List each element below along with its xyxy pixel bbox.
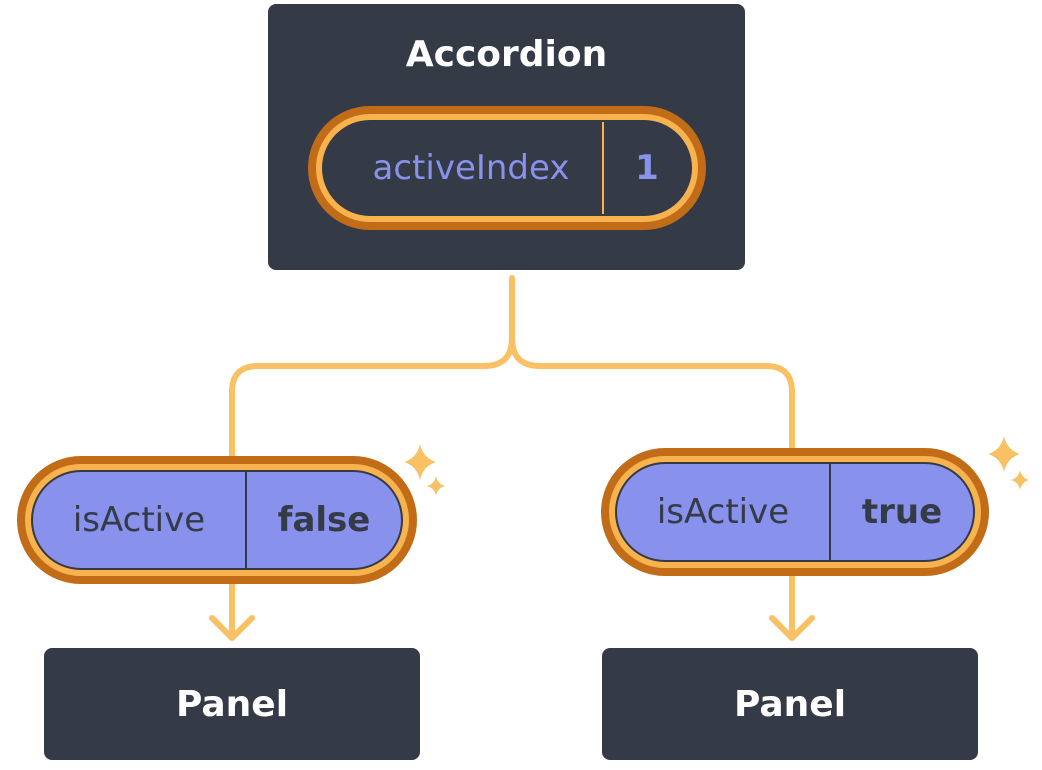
panel-component-node-left: Panel: [44, 648, 420, 760]
prop-key: isActive: [72, 500, 206, 540]
panel-component-node-right: Panel: [602, 648, 978, 760]
active-index-state-pill: activeIndex 1: [308, 106, 706, 230]
arrow-left: [209, 581, 255, 641]
state-key: activeIndex: [372, 148, 570, 188]
panel-title: Panel: [175, 683, 289, 725]
arrow-right: [769, 573, 815, 641]
sparkle-icon: [988, 436, 1029, 490]
prop-key: isActive: [656, 492, 790, 532]
state-separator: [602, 122, 604, 214]
is-active-prop-pill-left: isActive false: [17, 456, 417, 584]
sparkle-icon: [404, 444, 445, 496]
prop-pill-inner: isActive true: [615, 462, 975, 562]
prop-pill-inner: isActive false: [31, 470, 403, 570]
state-value: 1: [635, 148, 659, 188]
trunk-line-right: [509, 335, 795, 455]
prop-value: true: [861, 492, 943, 532]
panel-title: Panel: [733, 683, 847, 725]
prop-separator: [829, 464, 831, 560]
prop-separator: [245, 472, 247, 568]
prop-value: false: [277, 500, 371, 540]
state-pill-inner: activeIndex 1: [322, 120, 692, 216]
accordion-title: Accordion: [405, 34, 608, 75]
trunk-line: [229, 275, 515, 463]
is-active-prop-pill-right: isActive true: [601, 448, 989, 576]
